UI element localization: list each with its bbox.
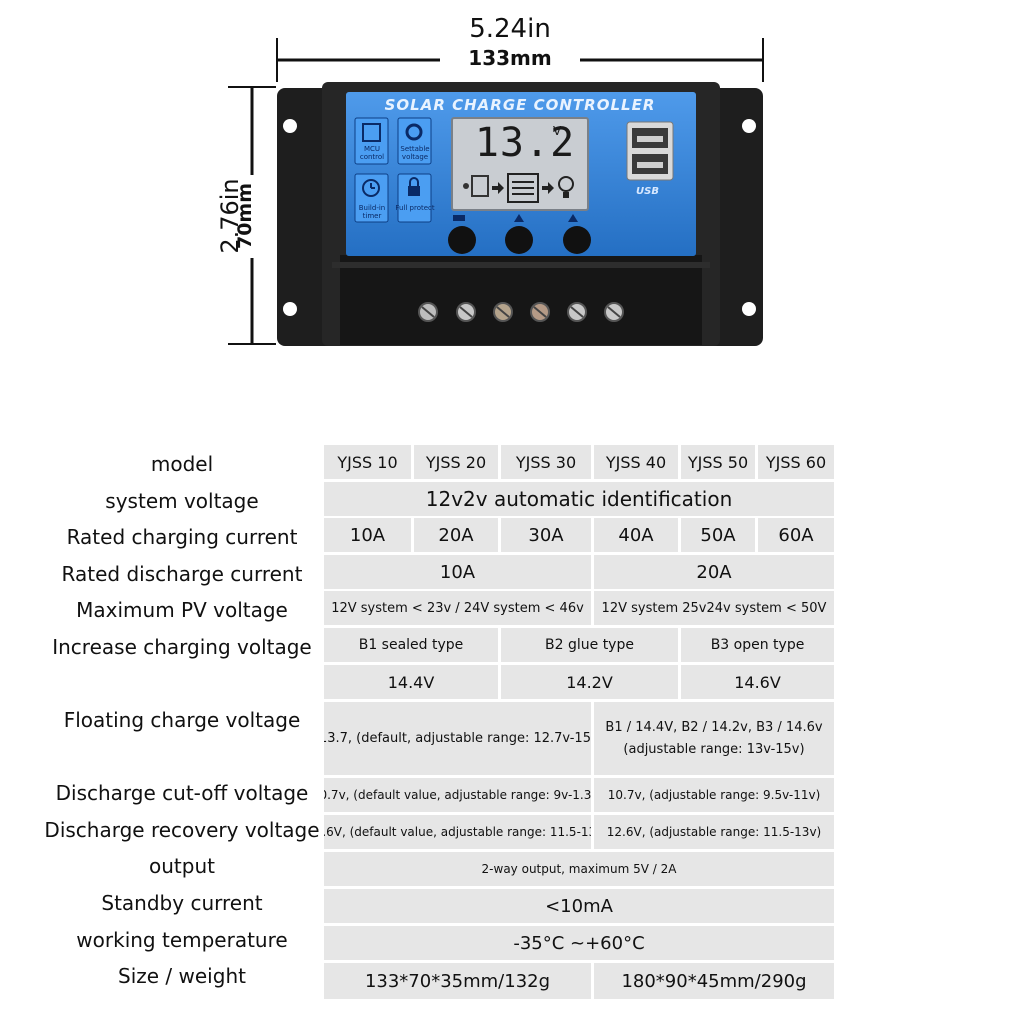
working-temp-cell: -35°C ~+60°C: [324, 926, 834, 960]
standby-cell: <10mA: [324, 889, 834, 923]
battery-type-cell: B3 open type: [681, 628, 834, 662]
label-discharge-cutoff: Discharge cut-off voltage: [55, 781, 309, 805]
down-button: [563, 226, 591, 254]
increase-voltage-cell: 14.4V: [324, 665, 498, 699]
label-discharge-recovery: Discharge recovery voltage: [44, 818, 320, 842]
size-weight-cell: 133*70*35mm/132g: [324, 963, 591, 999]
menu-icon: [453, 215, 465, 221]
menu-button: [448, 226, 476, 254]
system-voltage-cell: 12v2v automatic identification: [324, 482, 834, 516]
controller-drawing: [228, 38, 764, 346]
max-pv-cell: 12V system < 23v / 24V system < 46v: [324, 591, 591, 625]
protect-tile: [397, 173, 432, 223]
size-weight-cell: 180*90*45mm/290g: [594, 963, 834, 999]
increase-voltage-cell: 14.6V: [681, 665, 834, 699]
cutoff-voltage-cell: 10.7v, (adjustable range: 9.5v-11v): [594, 778, 834, 812]
label-model: model: [150, 452, 214, 476]
arrow-icon: [542, 182, 554, 194]
mount-hole-icon: [742, 302, 756, 316]
battery-type-cell: B1 sealed type: [324, 628, 498, 662]
label-working-temp: working temperature: [76, 928, 288, 952]
lock-icon: [408, 186, 420, 196]
chip-icon: [362, 123, 381, 142]
label-size-weight: Size / weight: [118, 964, 246, 988]
label-output: output: [149, 854, 215, 878]
label-rated-charging: Rated charging current: [66, 525, 298, 549]
width-millimeters: 133mm: [468, 46, 552, 70]
bulb-icon: [558, 176, 574, 192]
model-cell: YJSS 20: [414, 445, 498, 479]
charging-current-cell: 10A: [324, 518, 411, 552]
protect-label: Full protect: [395, 204, 435, 212]
label-floating: Floating charge voltage: [63, 708, 301, 732]
up-icon: [514, 214, 524, 222]
clock-icon: [362, 179, 380, 197]
cutoff-voltage-cell: 10.7v, (default value, adjustable range:…: [324, 778, 591, 812]
up-button: [505, 226, 533, 254]
recovery-voltage-cell: 12.6V, (adjustable range: 11.5-13v): [594, 815, 834, 849]
width-dimension-line: [276, 38, 764, 82]
mount-hole-icon: [283, 302, 297, 316]
model-cell: YJSS 60: [758, 445, 834, 479]
height-millimeters: 70mm: [234, 182, 256, 250]
terminal-block: [340, 255, 702, 345]
model-cell: YJSS 10: [324, 445, 411, 479]
mount-hole-icon: [283, 119, 297, 133]
down-icon: [568, 214, 578, 222]
max-pv-cell: 12V system 25v24v system < 50V: [594, 591, 834, 625]
model-cell: YJSS 40: [594, 445, 678, 479]
floating-voltage-cell: 13.7, (default, adjustable range: 12.7v-…: [324, 702, 591, 775]
label-system-voltage: system voltage: [105, 489, 259, 513]
pv-battery-load-diagram: [463, 173, 574, 203]
gear-icon: [405, 123, 423, 141]
arrow-icon: [492, 182, 504, 194]
discharge-current-cell: 10A: [324, 555, 591, 589]
terminal-screws: [418, 302, 624, 322]
lcd-voltage-readout: 13.2: [474, 120, 576, 166]
label-max-pv: Maximum PV voltage: [76, 598, 288, 622]
floating-voltage-cell: B1 / 14.4V, B2 / 14.2v, B3 / 14.6v (adju…: [594, 702, 834, 775]
model-cell: YJSS 30: [501, 445, 591, 479]
panel-title: SOLAR CHARGE CONTROLLER: [384, 96, 656, 114]
height-dimension-line: [228, 86, 276, 345]
lcd-unit: V: [553, 124, 562, 138]
charging-current-cell: 50A: [681, 518, 755, 552]
usb-label: USB: [636, 186, 659, 197]
discharge-current-cell: 20A: [594, 555, 834, 589]
output-cell: 2-way output, maximum 5V / 2A: [324, 852, 834, 886]
label-rated-discharge: Rated discharge current: [61, 562, 303, 586]
lcd-screen: [451, 117, 589, 211]
recovery-voltage-cell: 12.6V, (default value, adjustable range:…: [324, 815, 591, 849]
label-standby: Standby current: [101, 891, 263, 915]
width-inches: 5.24in: [469, 14, 551, 44]
settable-label: Settable voltage: [400, 145, 430, 161]
timer-label: Build-in timer: [358, 204, 386, 220]
label-increase-charging: Increase charging voltage: [52, 635, 312, 659]
battery-type-cell: B2 glue type: [501, 628, 678, 662]
model-cell: YJSS 50: [681, 445, 755, 479]
solar-panel-icon: [471, 175, 489, 197]
product-illustration: 5.24in 133mm 2.76in 70mm SOLAR CHARGE CO…: [0, 0, 1010, 400]
charging-current-cell: 60A: [758, 518, 834, 552]
mount-hole-icon: [742, 119, 756, 133]
battery-icon: [507, 173, 539, 203]
floating-voltage-line: (adjustable range: 13v-15v): [623, 741, 805, 757]
floating-voltage-line: B1 / 14.4V, B2 / 14.2v, B3 / 14.6v: [605, 719, 823, 735]
charging-current-cell: 30A: [501, 518, 591, 552]
charging-current-cell: 20A: [414, 518, 498, 552]
increase-voltage-cell: 14.2V: [501, 665, 678, 699]
mcu-label: MCU control: [359, 145, 385, 161]
charging-current-cell: 40A: [594, 518, 678, 552]
